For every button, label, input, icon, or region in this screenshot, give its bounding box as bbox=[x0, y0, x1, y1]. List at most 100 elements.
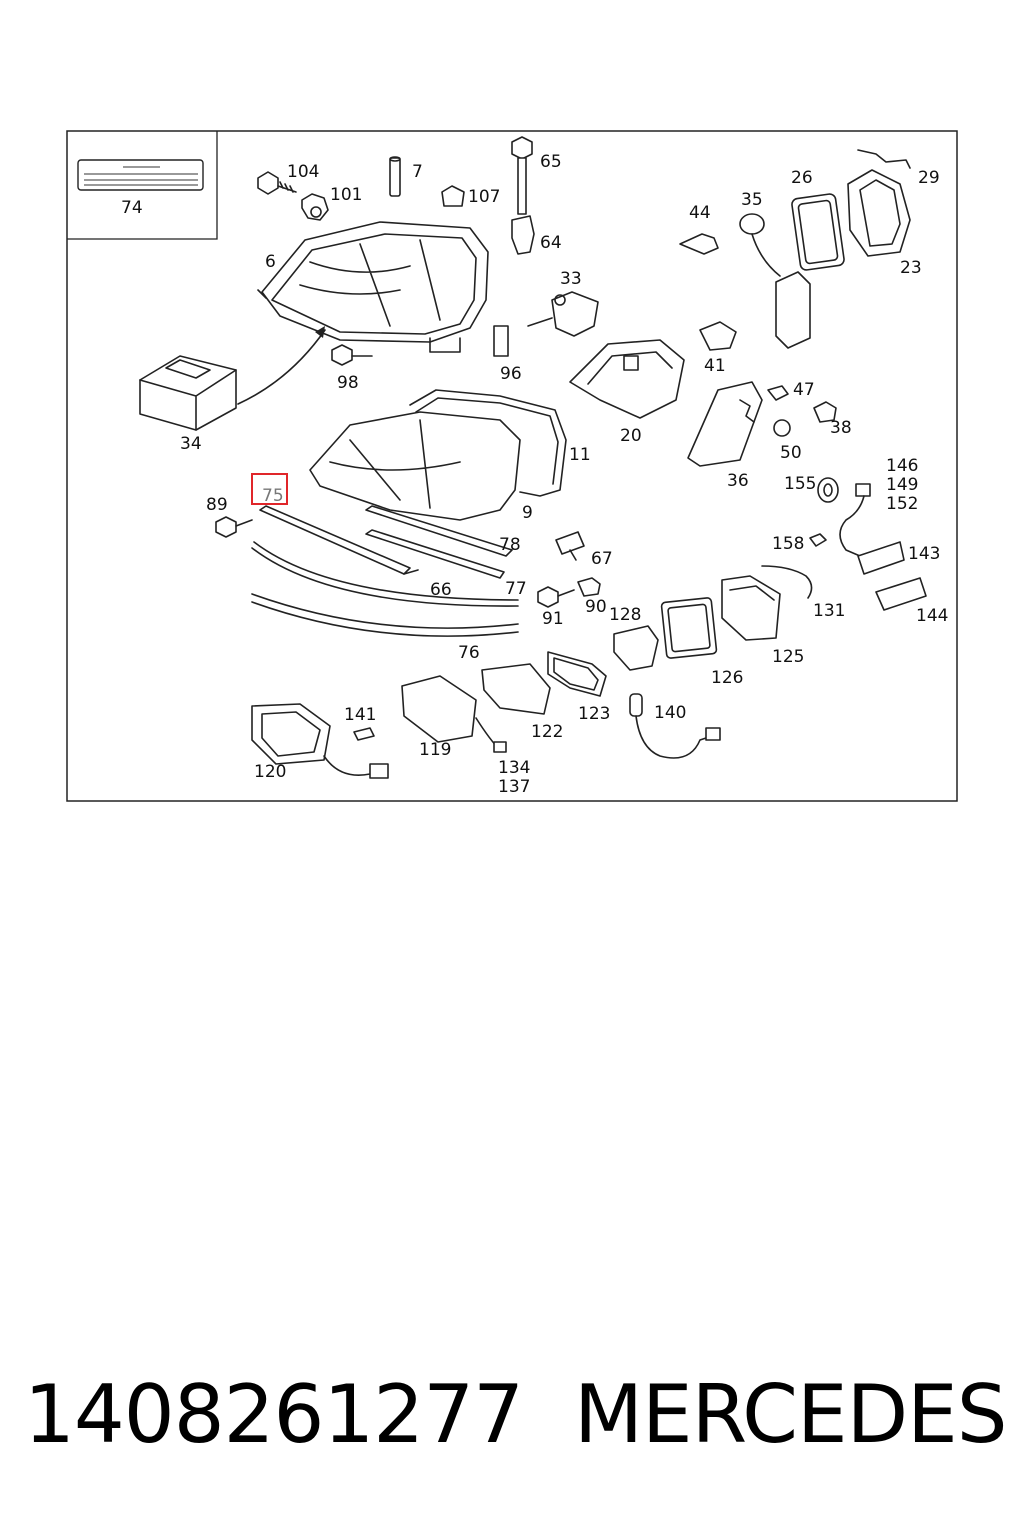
label-101: 101 bbox=[330, 185, 362, 205]
label-152: 152 bbox=[886, 494, 918, 514]
bulb-44-icon bbox=[679, 233, 719, 255]
grommet-155-icon bbox=[817, 477, 839, 503]
label-11: 11 bbox=[569, 445, 591, 465]
label-149: 149 bbox=[886, 475, 918, 495]
label-20: 20 bbox=[620, 426, 642, 446]
bulb-41-icon bbox=[699, 321, 737, 351]
label-146: 146 bbox=[886, 456, 918, 476]
label-77: 77 bbox=[505, 579, 527, 599]
label-23: 23 bbox=[900, 258, 922, 278]
wire-131-icon bbox=[761, 565, 813, 599]
trim-76-icon bbox=[251, 593, 519, 637]
label-38: 38 bbox=[830, 418, 852, 438]
label-120: 120 bbox=[254, 762, 286, 782]
strip-78-icon bbox=[365, 505, 513, 557]
label-128: 128 bbox=[609, 605, 641, 625]
bulb-50-icon bbox=[773, 419, 791, 437]
label-65: 65 bbox=[540, 152, 562, 172]
gasket-11-icon bbox=[409, 389, 567, 497]
pin-7-icon bbox=[389, 156, 401, 197]
label-34: 34 bbox=[180, 434, 202, 454]
label-96: 96 bbox=[500, 364, 522, 384]
housing-20-icon bbox=[569, 339, 685, 419]
label-104: 104 bbox=[287, 162, 319, 182]
label-33: 33 bbox=[560, 269, 582, 289]
label-66: 66 bbox=[430, 580, 452, 600]
part-number: 1408261277 bbox=[24, 1368, 524, 1461]
bulb-141-icon bbox=[353, 727, 375, 741]
lamp-122-icon bbox=[481, 663, 551, 715]
label-9: 9 bbox=[522, 503, 533, 523]
arrow-34-to-6 bbox=[237, 329, 326, 405]
label-125: 125 bbox=[772, 647, 804, 667]
bulb-47-icon bbox=[767, 385, 789, 401]
gasket-26-icon bbox=[791, 193, 845, 271]
label-47: 47 bbox=[793, 380, 815, 400]
label-91: 91 bbox=[542, 609, 564, 629]
lens-9-icon bbox=[309, 411, 521, 521]
screw-91-icon bbox=[537, 586, 575, 608]
screw-104-icon bbox=[257, 171, 297, 195]
trim-66-icon bbox=[251, 541, 519, 607]
label-122: 122 bbox=[531, 722, 563, 742]
label-89: 89 bbox=[206, 495, 228, 515]
connector-146-icon bbox=[839, 483, 871, 557]
label-107: 107 bbox=[468, 187, 500, 207]
headlamp-6-icon bbox=[257, 221, 489, 353]
label-67: 67 bbox=[591, 549, 613, 569]
bulb-158-icon bbox=[809, 533, 827, 547]
arrowhead-34-to-6 bbox=[315, 326, 325, 338]
bulb-140-icon bbox=[629, 693, 721, 759]
label-64: 64 bbox=[540, 233, 562, 253]
label-90: 90 bbox=[585, 597, 607, 617]
label-140: 140 bbox=[654, 703, 686, 723]
nut-90-icon bbox=[577, 577, 601, 597]
label-6: 6 bbox=[265, 252, 276, 272]
wire-29-icon bbox=[857, 149, 911, 169]
bracket-67-icon bbox=[555, 531, 585, 561]
lamp-23-icon bbox=[847, 169, 911, 257]
gasket-126-icon bbox=[660, 597, 718, 659]
grommet-64-icon bbox=[511, 215, 535, 255]
label-26: 26 bbox=[791, 168, 813, 188]
label-123: 123 bbox=[578, 704, 610, 724]
label-119: 119 bbox=[419, 740, 451, 760]
label-126: 126 bbox=[711, 668, 743, 688]
side-marker-144-icon bbox=[875, 577, 927, 611]
label-141: 141 bbox=[344, 705, 376, 725]
side-marker-143-icon bbox=[857, 541, 905, 575]
bolt-65-icon bbox=[511, 136, 533, 215]
indicator-36-icon bbox=[687, 381, 763, 467]
label-158: 158 bbox=[772, 534, 804, 554]
screw-98-icon bbox=[331, 344, 373, 366]
label-155: 155 bbox=[784, 474, 816, 494]
gasket-123-icon bbox=[547, 651, 607, 697]
highlight-box-75 bbox=[251, 473, 288, 505]
bracket-96-icon bbox=[493, 325, 509, 357]
label-98: 98 bbox=[337, 373, 359, 393]
label-35: 35 bbox=[741, 190, 763, 210]
inset-box-74 bbox=[67, 131, 218, 240]
label-131: 131 bbox=[813, 601, 845, 621]
reflector-128-icon bbox=[613, 625, 659, 671]
socket-35-icon bbox=[739, 213, 811, 349]
nut-101-icon bbox=[301, 193, 329, 221]
label-41: 41 bbox=[704, 356, 726, 376]
label-76: 76 bbox=[458, 643, 480, 663]
socket-38-icon bbox=[813, 401, 837, 423]
fog-lamp-119-icon bbox=[401, 675, 507, 753]
label-78: 78 bbox=[499, 535, 521, 555]
label-44: 44 bbox=[689, 203, 711, 223]
label-36: 36 bbox=[727, 471, 749, 491]
strip-75-icon bbox=[259, 505, 419, 575]
adjuster-33-icon bbox=[527, 291, 599, 337]
label-7: 7 bbox=[412, 162, 423, 182]
diagram-frame bbox=[66, 130, 958, 802]
screw-89-icon bbox=[215, 516, 253, 538]
label-50: 50 bbox=[780, 443, 802, 463]
label-144: 144 bbox=[916, 606, 948, 626]
label-74: 74 bbox=[121, 198, 143, 218]
brand-name: MERCEDES bbox=[574, 1368, 1008, 1461]
label-29: 29 bbox=[918, 168, 940, 188]
